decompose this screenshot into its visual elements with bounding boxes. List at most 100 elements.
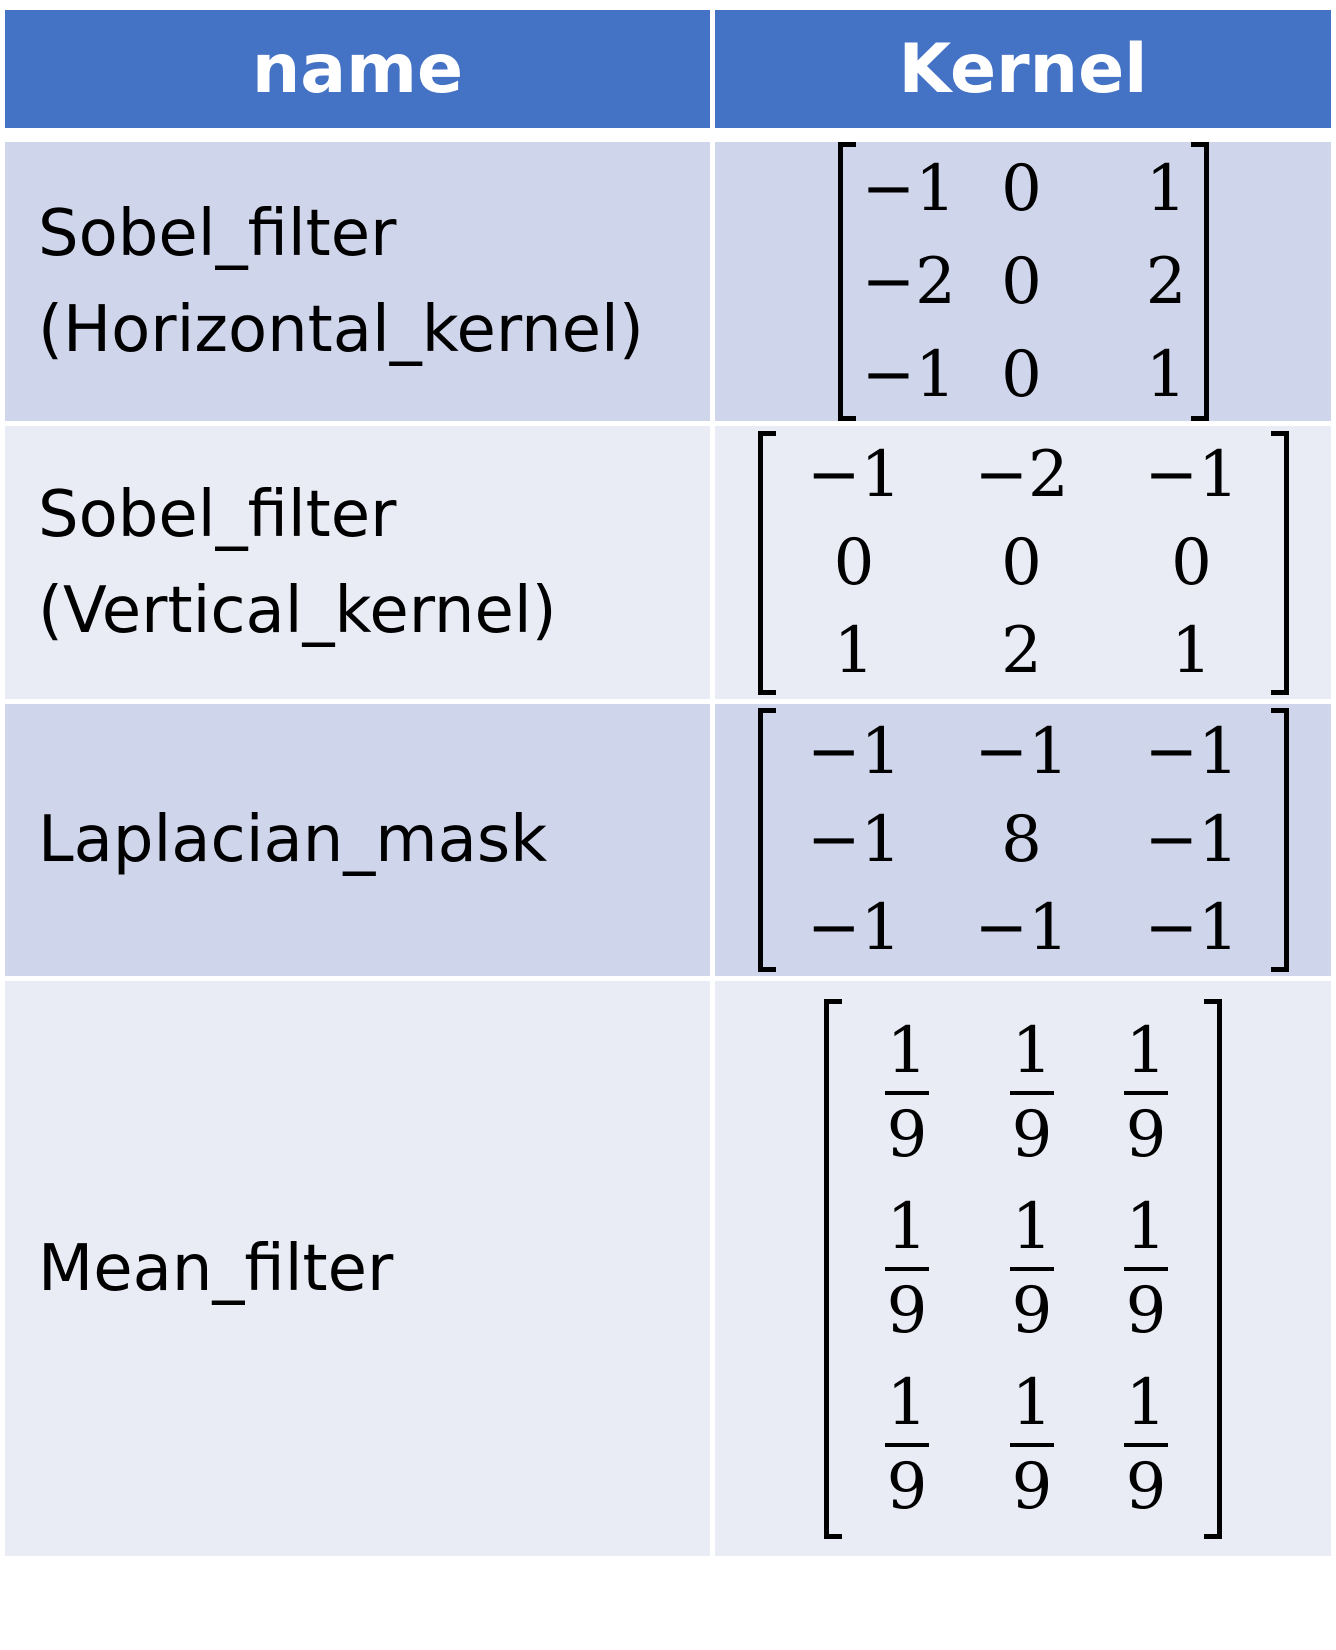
matrix-left-bracket — [824, 998, 842, 1539]
matrix-right-bracket — [1270, 708, 1289, 972]
fraction-bar — [1124, 1266, 1168, 1271]
matrix-left-bracket — [757, 430, 776, 695]
matrix-entry: 0 — [1171, 525, 1212, 600]
matrix-entry: −1 — [806, 891, 902, 965]
kernel-matrix: −1 0 1 −2 0 2 −1 0 1 — [837, 142, 1209, 421]
matrix-entry: −2 — [974, 437, 1069, 512]
fraction-numerator: 1 — [1125, 1189, 1167, 1264]
fraction-denominator: 9 — [1125, 1097, 1167, 1172]
row-name-cell: Laplacian_mask — [5, 704, 715, 981]
kernel-cell: −1 −1 −1 −1 8 −1 −1 −1 −1 — [715, 704, 1331, 981]
fraction-bar — [1010, 1266, 1054, 1271]
row-name-cell: Mean_filter — [5, 981, 715, 1561]
row-name-line1: Mean_filter — [38, 1231, 394, 1306]
matrix-entry: 2 — [1001, 613, 1042, 688]
matrix-entry: −1 — [806, 715, 902, 789]
kernel-matrix: −1 −2 −1 0 0 0 1 2 1 — [757, 430, 1289, 695]
matrix-entry: −1 — [806, 437, 902, 512]
matrix-entry: −1 — [974, 891, 1069, 965]
fraction-numerator: 1 — [1011, 1189, 1053, 1264]
fraction-numerator: 1 — [886, 1365, 928, 1440]
matrix-entry: −1 — [1144, 891, 1239, 965]
fraction-bar — [1124, 1090, 1168, 1095]
fraction-numerator: 1 — [886, 1013, 928, 1088]
matrix-left-bracket — [757, 708, 776, 972]
fraction-bar — [885, 1090, 929, 1095]
matrix-entry: −1 — [1144, 437, 1239, 512]
row-name-cell: Sobel_filter (Horizontal_kernel) — [5, 142, 715, 426]
fraction-denominator: 9 — [1125, 1449, 1167, 1524]
kernel-matrix: −1 −1 −1 −1 8 −1 −1 −1 −1 — [757, 708, 1289, 972]
name-column-header: name — [5, 10, 715, 142]
row-name-line2: (Horizontal_kernel) — [38, 292, 644, 367]
kernel-table: name Kernel Sobel_filter (Horizontal_ker… — [5, 10, 1331, 1561]
matrix-entry: −1 — [974, 715, 1069, 789]
matrix-entry: −1 — [861, 337, 956, 412]
matrix-entry: 1 — [1145, 337, 1187, 412]
matrix-right-bracket — [1204, 998, 1222, 1539]
fraction-denominator: 9 — [886, 1097, 928, 1172]
matrix-entry: 1 — [1171, 613, 1212, 688]
matrix-entry: −2 — [861, 244, 956, 319]
table-row-sobel-vertical: Sobel_filter (Vertical_kernel) −1 −2 −1 … — [5, 426, 1331, 704]
matrix-entry: 1 — [833, 613, 875, 688]
matrix-entry: −1 — [1144, 803, 1239, 877]
fraction-denominator: 9 — [1125, 1273, 1167, 1348]
fraction-numerator: 1 — [1125, 1013, 1167, 1088]
row-name-line1: Sobel_filter — [38, 196, 397, 271]
row-name-cell: Sobel_filter (Vertical_kernel) — [5, 426, 715, 704]
kernel-cell: −1 −2 −1 0 0 0 1 2 1 — [715, 426, 1331, 704]
matrix-entry: −1 — [861, 151, 956, 226]
fraction-denominator: 9 — [1011, 1273, 1053, 1348]
matrix-right-bracket — [1270, 430, 1289, 695]
matrix-entry: −1 — [1144, 715, 1239, 789]
fraction-bar — [885, 1266, 929, 1271]
table-row-sobel-horizontal: Sobel_filter (Horizontal_kernel) −1 0 1 … — [5, 142, 1331, 426]
fraction-denominator: 9 — [886, 1449, 928, 1524]
table-row-laplacian: Laplacian_mask −1 −1 −1 −1 8 −1 −1 −1 — [5, 704, 1331, 981]
matrix-entry: 0 — [833, 525, 875, 600]
fraction-denominator: 9 — [886, 1273, 928, 1348]
matrix-entry: 0 — [1001, 244, 1042, 319]
matrix-entry: 0 — [1001, 337, 1042, 412]
fraction-numerator: 1 — [1011, 1013, 1053, 1088]
kernel-column-header: Kernel — [715, 10, 1331, 142]
fraction-denominator: 9 — [1011, 1097, 1053, 1172]
fraction-bar — [1010, 1090, 1054, 1095]
fraction-bar — [1010, 1442, 1054, 1447]
matrix-entry: 8 — [1001, 803, 1042, 877]
matrix-left-bracket — [837, 142, 856, 421]
matrix-entry: −1 — [806, 803, 902, 877]
row-name-line1: Laplacian_mask — [38, 803, 548, 877]
matrix-entry: 1 — [1145, 151, 1187, 226]
row-name-line2: (Vertical_kernel) — [38, 573, 557, 648]
matrix-right-bracket — [1190, 142, 1209, 421]
fraction-bar — [885, 1442, 929, 1447]
fraction-numerator: 1 — [1125, 1365, 1167, 1440]
header-row: name Kernel — [5, 10, 1331, 142]
fraction-numerator: 1 — [1011, 1365, 1053, 1440]
kernel-cell: −1 0 1 −2 0 2 −1 0 1 — [715, 142, 1331, 426]
fraction-numerator: 1 — [886, 1189, 928, 1264]
matrix-entry: 0 — [1001, 151, 1042, 226]
